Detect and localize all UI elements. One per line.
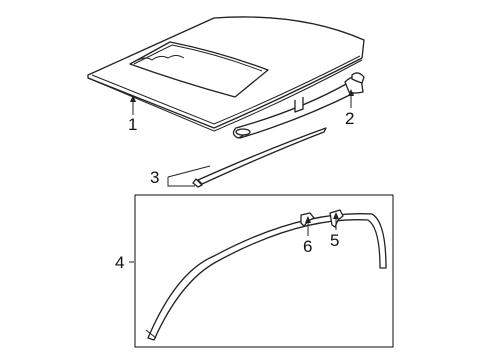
callout-2: 2: [345, 109, 354, 128]
roof-molding-strip: [192, 127, 327, 188]
callout-6: 6: [303, 237, 312, 256]
callout-3: 3: [150, 168, 159, 187]
inset-box: [134, 194, 394, 348]
callout-5: 5: [330, 231, 339, 250]
callout-1: 1: [128, 115, 137, 134]
leader-3: [167, 165, 211, 187]
roof-panel: [87, 16, 365, 132]
callout-4: 4: [115, 253, 124, 272]
